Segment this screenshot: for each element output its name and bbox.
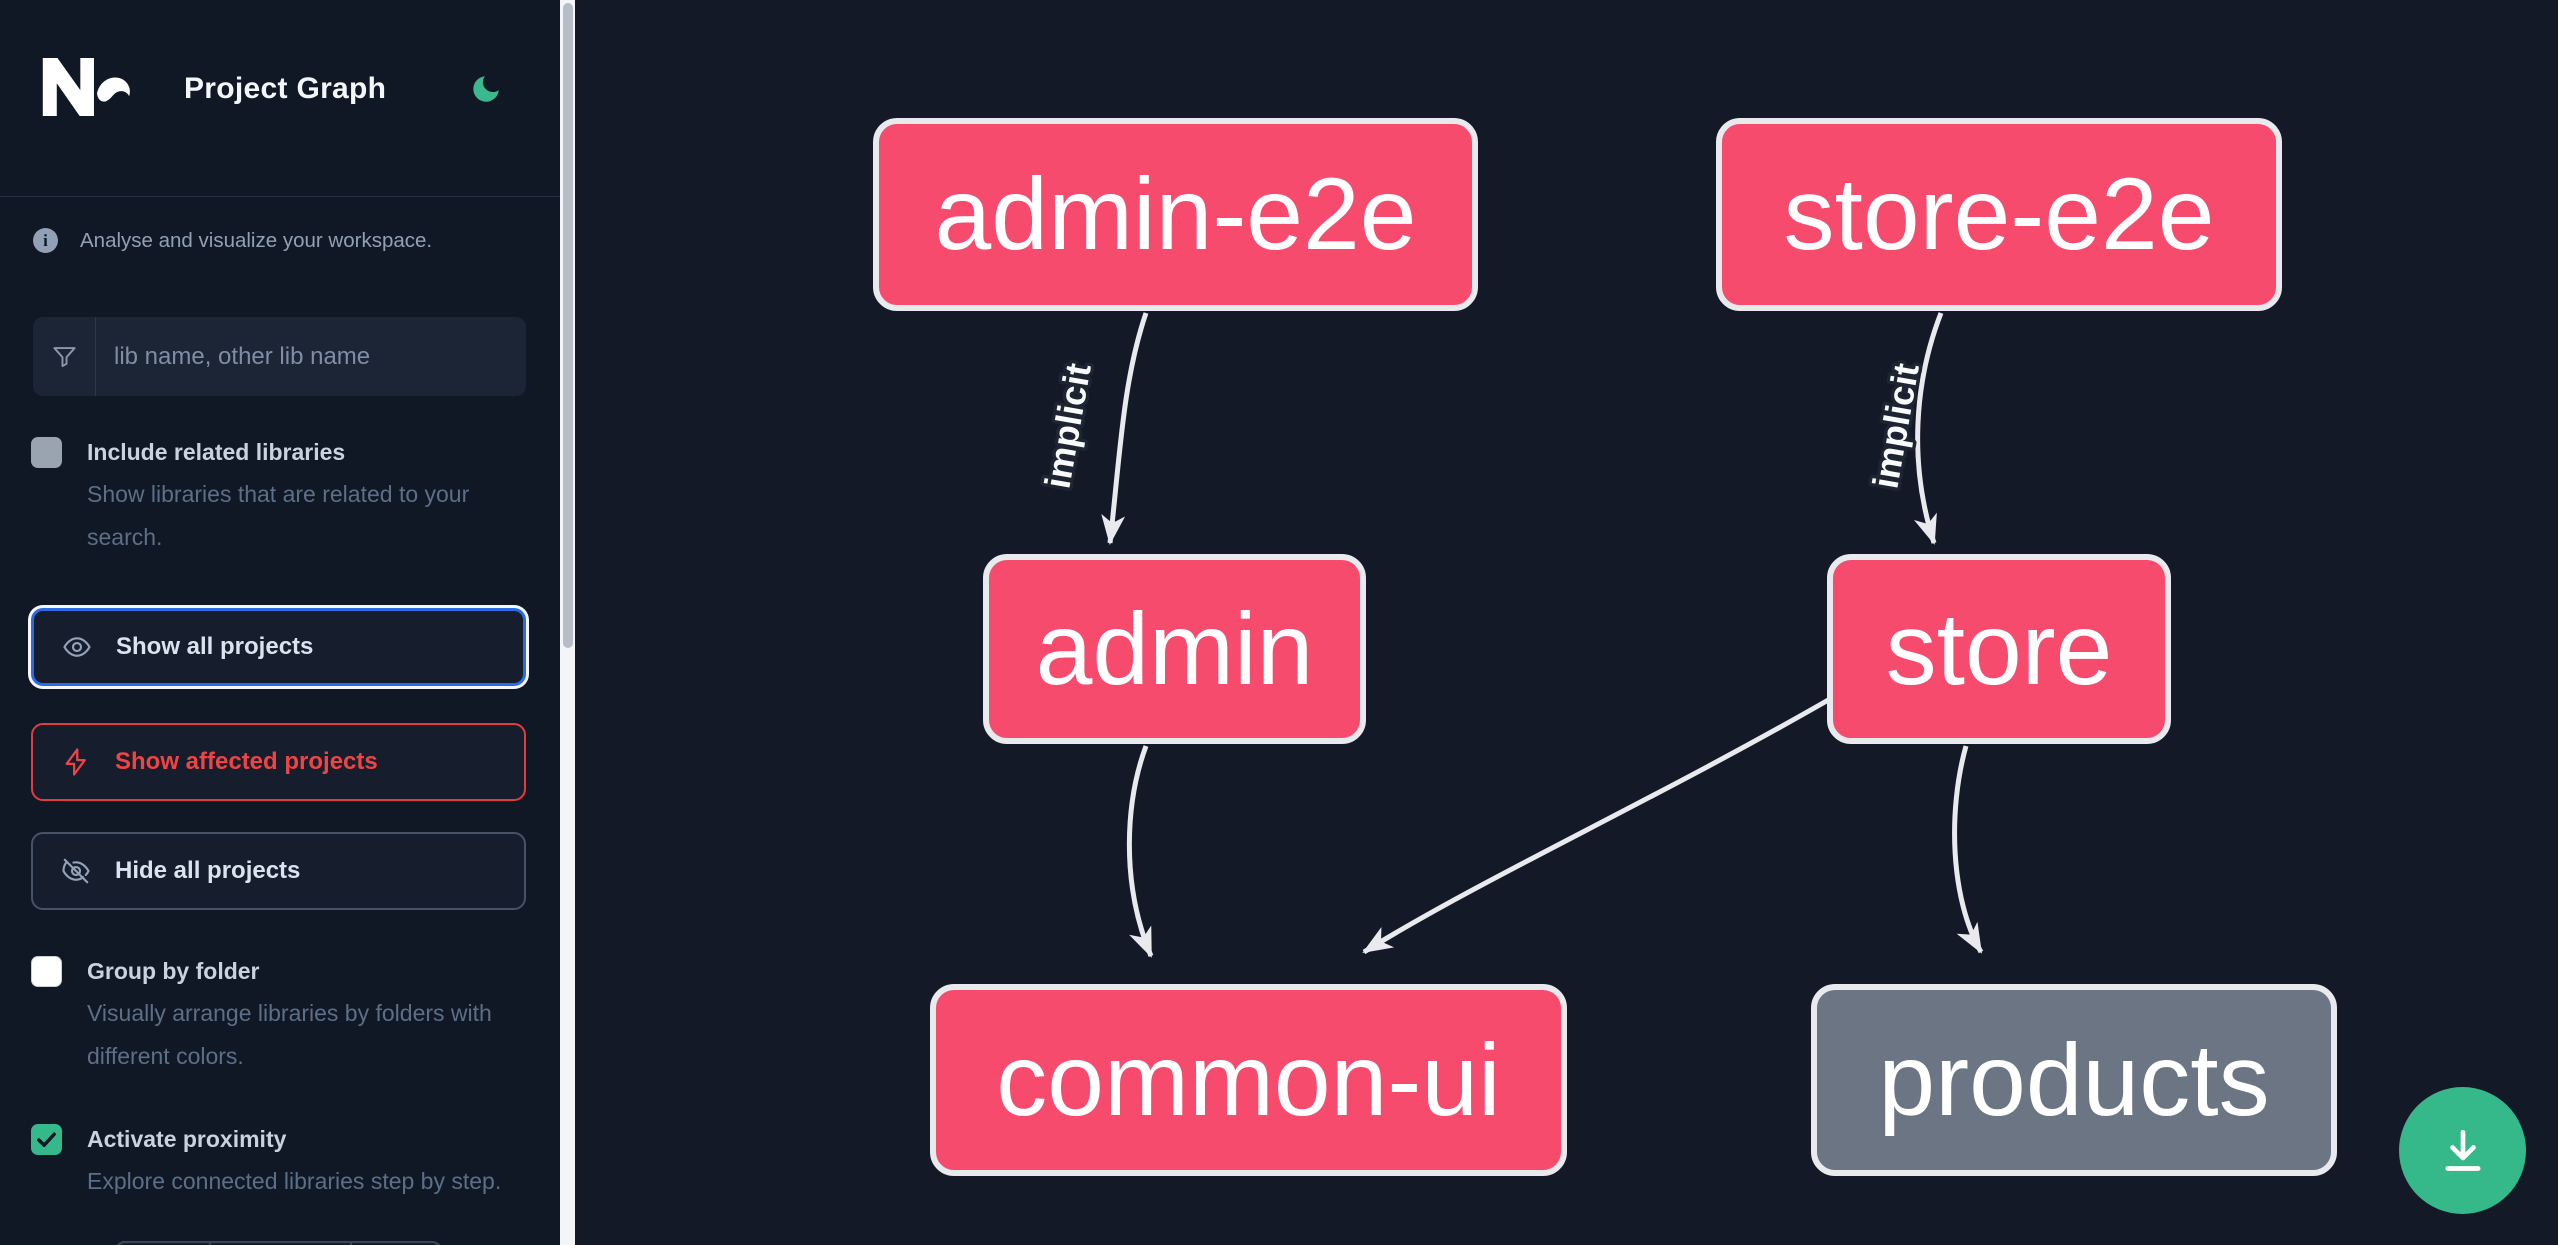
edge-store-to-common-ui	[1362, 692, 1839, 955]
edge-label-admin-e2e: implicit	[1037, 360, 1099, 491]
hide-all-projects-label: Hide all projects	[115, 857, 301, 884]
activate-proximity-checkbox[interactable]	[31, 1124, 62, 1155]
edge-store-e2e-to-store	[1914, 312, 1944, 545]
sidebar-scrollbar[interactable]	[560, 0, 575, 1245]
graph-node-admin[interactable]: admin	[983, 554, 1366, 744]
check-icon	[37, 1132, 56, 1147]
graph-node-common-ui[interactable]: common-ui	[930, 984, 1567, 1176]
include-related-row: Include related libraries Show libraries…	[31, 437, 517, 559]
edge-admin-e2e-to-admin	[1101, 312, 1149, 545]
show-affected-projects-label: Show affected projects	[115, 748, 378, 775]
include-related-description: Show libraries that are related to your …	[87, 481, 470, 550]
moon-icon	[473, 75, 499, 102]
edge-store-to-products	[1952, 745, 1984, 954]
search-input[interactable]	[96, 317, 526, 396]
workspace-info-row: i Analyse and visualize your workspace.	[33, 228, 432, 253]
workspace-info-text: Analyse and visualize your workspace.	[80, 228, 433, 252]
hide-all-projects-button[interactable]: Hide all projects	[31, 832, 526, 910]
show-affected-projects-button[interactable]: Show affected projects	[31, 723, 526, 801]
include-related-label: Include related libraries	[87, 439, 346, 465]
show-all-projects-button[interactable]: Show all projects	[31, 608, 526, 686]
group-by-folder-row: Group by folder Visually arrange librari…	[31, 956, 517, 1078]
sidebar-scrollbar-thumb[interactable]	[562, 3, 573, 648]
download-graph-button[interactable]	[2399, 1087, 2526, 1214]
graph-node-store[interactable]: store	[1827, 554, 2171, 744]
activate-proximity-label: Activate proximity	[87, 1126, 287, 1152]
graph-node-products[interactable]: products	[1811, 984, 2337, 1176]
sidebar: Project Graph i Analyse and visualize yo…	[0, 0, 560, 1245]
include-related-checkbox[interactable]	[31, 437, 62, 468]
nx-logo	[42, 58, 130, 116]
activate-proximity-row: Activate proximity Explore connected lib…	[31, 1124, 517, 1203]
download-icon	[2445, 1129, 2480, 1171]
header-divider	[0, 196, 560, 197]
search-filter	[33, 317, 526, 396]
page-title: Project Graph	[184, 72, 387, 105]
theme-toggle-button[interactable]	[464, 68, 508, 112]
activate-proximity-description: Explore connected libraries step by step…	[87, 1168, 502, 1194]
group-by-folder-label: Group by folder	[87, 958, 260, 984]
bottom-segmented-control[interactable]	[115, 1241, 442, 1245]
graph-node-store-e2e[interactable]: store-e2e	[1716, 118, 2282, 311]
info-icon: i	[33, 228, 58, 253]
lightning-bolt-icon	[61, 747, 91, 777]
show-all-projects-label: Show all projects	[116, 633, 314, 660]
funnel-icon	[33, 317, 96, 396]
group-by-folder-description: Visually arrange libraries by folders wi…	[87, 1000, 492, 1069]
group-by-folder-checkbox[interactable]	[31, 956, 62, 987]
eye-icon	[62, 632, 92, 662]
graph-node-admin-e2e[interactable]: admin-e2e	[873, 118, 1478, 311]
edge-admin-to-common-ui	[1126, 745, 1154, 958]
eye-slash-icon	[61, 856, 91, 886]
